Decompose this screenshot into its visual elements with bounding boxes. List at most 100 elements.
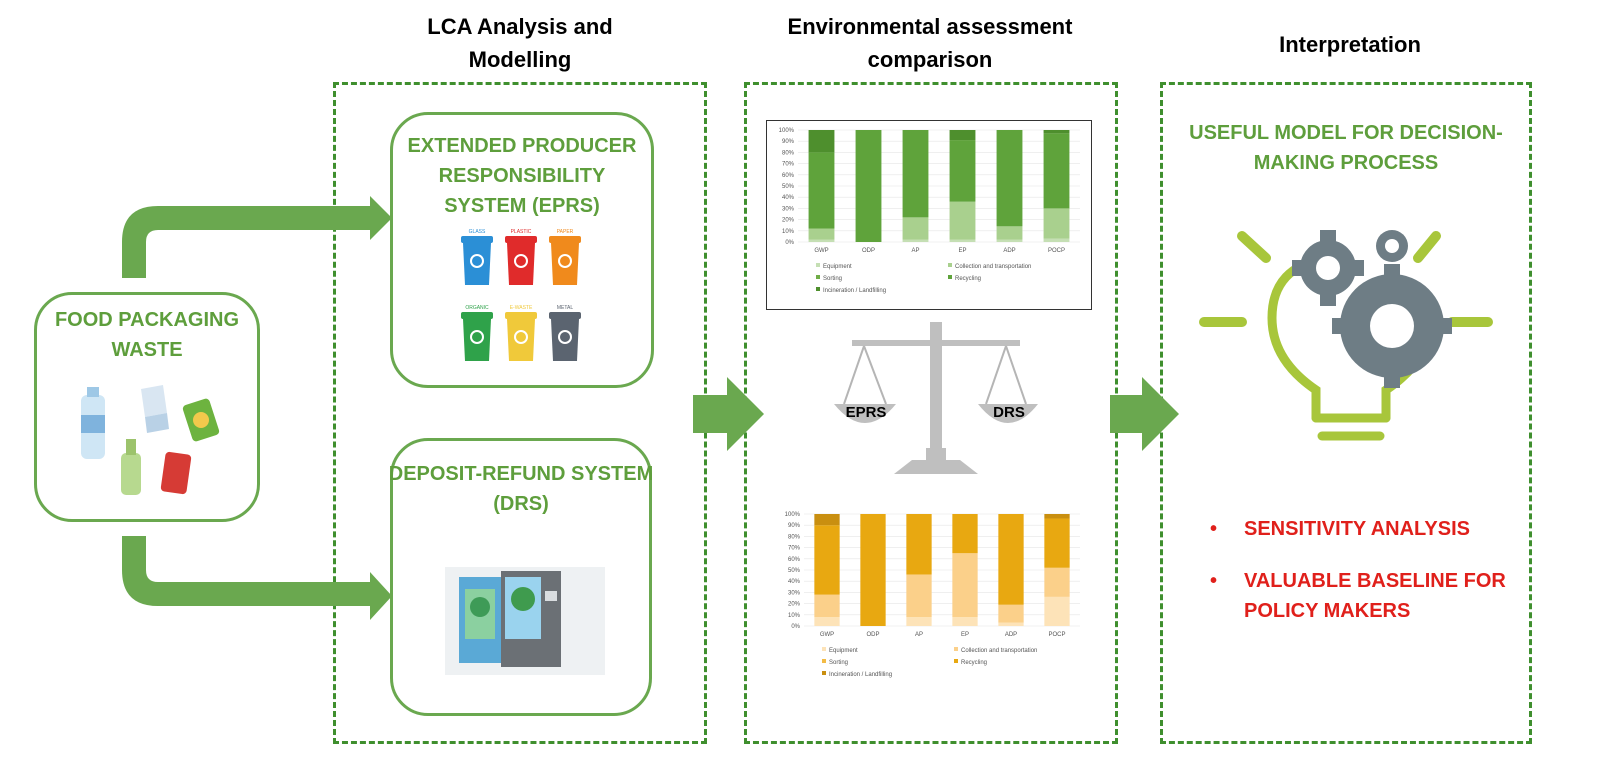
y-tick-label: 60% bbox=[788, 557, 801, 563]
bar-segment bbox=[949, 140, 976, 202]
y-tick-label: 20% bbox=[788, 602, 801, 608]
x-tick-label: ADP bbox=[1003, 248, 1015, 254]
bar-segment bbox=[1044, 514, 1070, 519]
bar-segment bbox=[1043, 208, 1070, 239]
bin-label: GLASS bbox=[469, 229, 486, 235]
y-tick-label: 70% bbox=[788, 546, 801, 552]
legend-label: Sorting bbox=[823, 276, 842, 282]
middle-flow-arrow bbox=[693, 377, 764, 451]
legend-swatch bbox=[822, 647, 826, 651]
milk-carton-icon bbox=[141, 385, 169, 433]
bullet-valuable-baseline: • VALUABLE BASELINE FOR POLICY MAKERS bbox=[1210, 566, 1530, 626]
drs-title-line-1: DEPOSIT-REFUND SYSTEM bbox=[388, 463, 654, 485]
bin-label: PAPER bbox=[557, 229, 574, 235]
y-tick-label: 50% bbox=[788, 568, 801, 574]
recycling-bin-metal: METAL bbox=[549, 305, 581, 361]
legend-label: Recycling bbox=[961, 660, 987, 666]
bottom-connector-arrow bbox=[122, 536, 392, 620]
lca-title-line-2: Modelling bbox=[468, 47, 572, 72]
legend-label: Equipment bbox=[829, 648, 858, 654]
scale-label-eprs: EPRS bbox=[845, 404, 887, 421]
drs-title-line-2: (DRS) bbox=[493, 493, 549, 515]
x-tick-label: GWP bbox=[820, 632, 834, 638]
bar-segment bbox=[998, 514, 1024, 605]
x-tick-label: EP bbox=[961, 632, 969, 638]
bar-segment bbox=[808, 239, 835, 242]
y-tick-label: 80% bbox=[788, 534, 801, 540]
food-packaging-waste-box: FOOD PACKAGING WASTE bbox=[34, 292, 260, 522]
y-tick-label: 90% bbox=[788, 523, 801, 529]
scale-icon bbox=[834, 322, 1038, 474]
bar-segment bbox=[996, 226, 1023, 240]
x-tick-label: GWP bbox=[814, 248, 828, 254]
bar-segment bbox=[855, 130, 882, 242]
bar-segment bbox=[906, 514, 932, 575]
legend-swatch bbox=[822, 659, 826, 663]
eprs-title-line-1: EXTENDED PRODUCER bbox=[407, 135, 637, 157]
x-tick-label: ODP bbox=[866, 632, 879, 638]
x-tick-label: POCP bbox=[1048, 248, 1065, 254]
interpretation-title-line-2: MAKING PROCESS bbox=[1253, 152, 1439, 174]
interpretation-title: USEFUL MODEL FOR DECISION- MAKING PROCES… bbox=[1176, 118, 1516, 178]
legend-label: Recycling bbox=[955, 276, 981, 282]
bullet-sensitivity-analysis: • SENSITIVITY ANALYSIS bbox=[1210, 514, 1530, 544]
bar-segment bbox=[902, 217, 929, 240]
lightbulb-gears-image bbox=[1199, 230, 1493, 441]
bar-segment bbox=[814, 514, 840, 526]
interpretation-column-title: Interpretation bbox=[1279, 32, 1421, 57]
recycling-bin-ewaste: E-WASTE bbox=[505, 305, 537, 361]
bar-segment bbox=[1044, 596, 1070, 626]
bar-segment bbox=[808, 228, 835, 240]
bullet-2-text-line-2: POLICY MAKERS bbox=[1244, 600, 1411, 622]
x-tick-label: ODP bbox=[862, 248, 875, 254]
bullet-marker: • bbox=[1210, 518, 1218, 540]
bar-segment bbox=[998, 622, 1024, 626]
packaging-items-image bbox=[81, 385, 220, 495]
y-tick-label: 100% bbox=[785, 512, 801, 518]
bar-segment bbox=[952, 617, 978, 626]
x-tick-label: EP bbox=[958, 248, 966, 254]
legend-swatch bbox=[816, 275, 820, 279]
y-tick-label: 40% bbox=[788, 579, 801, 585]
bin-label: PLASTIC bbox=[511, 229, 532, 235]
y-tick-label: 10% bbox=[782, 229, 795, 235]
y-tick-label: 0% bbox=[791, 624, 800, 630]
eprs-title-line-2: RESPONSIBILITY bbox=[438, 165, 606, 187]
bullet-2-text-line-1: VALUABLE BASELINE FOR bbox=[1244, 570, 1506, 592]
bullet-marker: • bbox=[1210, 570, 1218, 592]
interpretation-title-line-1: USEFUL MODEL FOR DECISION- bbox=[1189, 122, 1503, 144]
bar-segment bbox=[814, 525, 840, 595]
legend-swatch bbox=[954, 659, 958, 663]
bar-segment bbox=[860, 514, 886, 626]
legend-label: Collection and transportation bbox=[955, 264, 1031, 270]
y-tick-label: 30% bbox=[782, 206, 795, 212]
red-pack-icon bbox=[160, 451, 192, 495]
top-connector-arrow bbox=[122, 196, 392, 278]
eprs-box: EXTENDED PRODUCER RESPONSIBILITY SYSTEM … bbox=[390, 112, 654, 388]
gears-icon bbox=[1292, 230, 1452, 388]
water-bottle-icon bbox=[81, 387, 105, 459]
bar-segment bbox=[906, 574, 932, 618]
bullet-1-text: SENSITIVITY ANALYSIS bbox=[1244, 518, 1470, 540]
env-column-title: Environmental assessment comparison bbox=[740, 10, 1120, 76]
bar-segment bbox=[808, 130, 835, 153]
scale-label-drs: DRS bbox=[993, 404, 1025, 421]
bar-segment bbox=[814, 617, 840, 626]
gray-vending-machine-icon bbox=[501, 571, 561, 667]
bar-segment bbox=[996, 130, 1023, 227]
eprs-title: EXTENDED PRODUCER RESPONSIBILITY SYSTEM … bbox=[393, 131, 651, 221]
bar-segment bbox=[1043, 133, 1070, 209]
glass-bottle-icon bbox=[121, 439, 141, 495]
legend-swatch bbox=[948, 275, 952, 279]
bar-segment bbox=[952, 553, 978, 618]
legend-swatch bbox=[822, 671, 826, 675]
y-tick-label: 0% bbox=[785, 240, 794, 246]
bar-segment bbox=[949, 130, 976, 141]
y-tick-label: 90% bbox=[782, 139, 795, 145]
bar-segment bbox=[996, 239, 1023, 242]
y-tick-label: 10% bbox=[788, 613, 801, 619]
